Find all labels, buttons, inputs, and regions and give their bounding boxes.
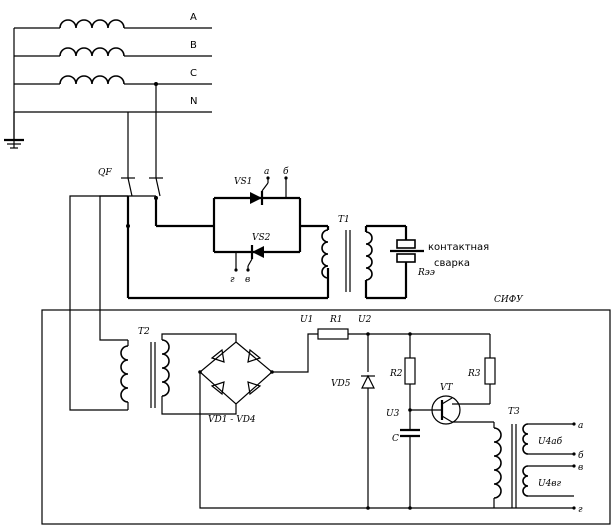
out-b-label: б	[578, 450, 584, 461]
terminal-v-label: в	[245, 275, 250, 285]
welding-line1: контактная	[428, 242, 489, 253]
out-g-label: г	[578, 505, 583, 515]
phase-c-coil	[59, 75, 125, 85]
ground-icon	[4, 112, 24, 149]
resistor-r2: R2	[389, 332, 416, 430]
u2-label: U2	[358, 315, 372, 325]
capacitor-c: C	[392, 428, 420, 510]
resistor-r1: R1 U1 U2	[300, 315, 490, 340]
phase-a-label: A	[190, 12, 197, 23]
thyristor-vs1: VS1 а б	[234, 166, 289, 205]
vt-label: VT	[440, 383, 453, 393]
transformer-t1: T1	[321, 215, 408, 300]
control-block-label: СИФУ	[494, 295, 524, 305]
terminal-b-label: б	[283, 166, 289, 177]
cap-label: C	[392, 434, 399, 444]
welding-line2: сварка	[434, 258, 470, 269]
out-v-label: в	[578, 463, 583, 473]
t3-label: T3	[508, 407, 520, 417]
phase-n-label: N	[190, 96, 197, 107]
t2-feed	[69, 195, 156, 411]
welding-electrodes: Rээ контактная сварка	[390, 239, 489, 278]
vd4-icon	[247, 381, 262, 396]
breaker-qf: QF	[98, 168, 163, 197]
terminal-a-label: а	[264, 167, 269, 177]
phase-a-coil	[59, 19, 125, 29]
control-block-frame	[41, 309, 611, 525]
bridge-negative	[199, 372, 574, 509]
vs1-label: VS1	[234, 177, 252, 187]
uab-label: U4аб	[538, 436, 563, 447]
vd1-icon	[210, 348, 225, 363]
phase-c-label: C	[190, 68, 197, 79]
resistor-r3: R3	[452, 334, 496, 405]
r1-label: R1	[329, 315, 343, 325]
phase-b-coil	[59, 47, 125, 57]
r2-label: R2	[389, 369, 403, 379]
breaker-label: QF	[98, 168, 112, 178]
power-circuit	[126, 196, 330, 300]
transformer-t3: T3 U4аб U4вг а б в г	[493, 407, 584, 515]
terminal-g-label: г	[230, 275, 235, 285]
vd5-label: VD5	[331, 379, 351, 389]
out-a-label: а	[578, 421, 583, 431]
vd3-icon	[210, 381, 225, 396]
resistance-label: Rээ	[417, 268, 435, 278]
r3-label: R3	[467, 369, 481, 379]
thyristor-vs2: VS2 г в	[230, 233, 271, 285]
phase-b-label: B	[190, 40, 197, 51]
t1-label: T1	[338, 215, 350, 225]
transistor-vt: VT U3	[386, 383, 494, 425]
vs2-label: VS2	[252, 233, 271, 243]
t2-label: T2	[138, 327, 150, 337]
u3-label: U3	[386, 409, 400, 419]
bridge-positive	[272, 333, 318, 373]
three-phase-supply: A B C N	[4, 12, 212, 149]
transformer-t2: T2	[120, 327, 237, 415]
supply-taps	[127, 82, 158, 178]
u1-label: U1	[300, 315, 313, 325]
bridge-label: VD1 - VD4	[208, 415, 256, 425]
diode-bridge: VD1 - VD4	[198, 341, 274, 425]
uvg-label: U4вг	[538, 479, 562, 489]
vd2-icon	[247, 348, 262, 363]
zener-vd5: VD5	[331, 332, 375, 510]
